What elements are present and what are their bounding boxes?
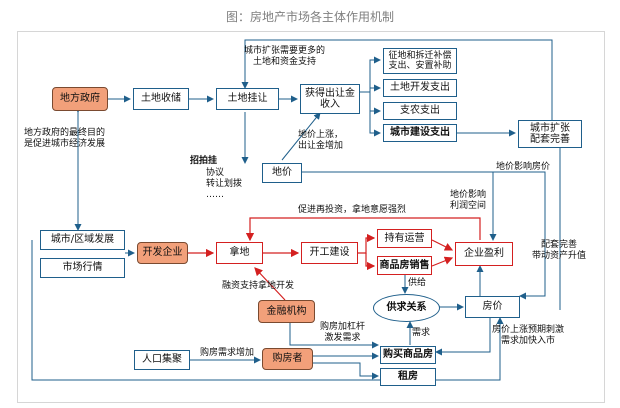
city-development-node: 城市/区域发展 [40, 230, 125, 250]
blue-connectors [31, 39, 561, 381]
label-demand: 需求 [412, 328, 431, 338]
land-price-node: 地价 [262, 163, 302, 183]
acquire-land-node: 拿地 [216, 242, 263, 264]
hold-operate-node: 持有运营 [377, 229, 432, 248]
label-auction: 招拍挂 [190, 156, 218, 166]
property-sales-node: 商品房销售 [377, 256, 432, 275]
financial-institution-node: 金融机构 [258, 300, 315, 323]
rent-node: 租房 [380, 368, 436, 386]
label-finance-support: 融资支持拿地开发 [222, 281, 295, 291]
label-asset-appreciation: 配套完善 带动资产升值 [532, 240, 587, 261]
agriculture-expense-node: 支农支出 [383, 102, 457, 120]
label-supply: 供给 [408, 278, 427, 288]
city-expansion-node: 城市扩张 配套完善 [518, 120, 582, 148]
construction-node: 开工建设 [301, 242, 358, 264]
population-agglomeration-node: 人口集聚 [134, 350, 190, 370]
label-price-affects: 地价影响房价 [496, 162, 551, 172]
enterprise-profit-node: 企业盈利 [455, 242, 513, 266]
label-reinvest: 促进再投资，拿地意愿强烈 [298, 205, 407, 215]
market-conditions-node: 市场行情 [40, 258, 125, 278]
label-government-goal: 地方政府的最终目的 是促进城市经济发展 [24, 128, 106, 149]
label-need-land-capital: 城市扩张需要更多的 土地和资金支持 [244, 46, 326, 67]
supply-demand-node: 供求关系 [373, 294, 440, 322]
label-leverage: 购房加杠杆 激发需求 [320, 322, 366, 343]
red-connectors [188, 217, 481, 301]
label-transfer-methods: 协议 转让划拨 …… [206, 168, 243, 200]
home-buyer-node: 购房者 [262, 348, 313, 370]
label-demand-increase: 购房需求增加 [200, 348, 255, 358]
land-revenue-node: 获得出让金 收入 [300, 84, 360, 114]
developer-node: 开发企业 [137, 242, 188, 264]
land-reserve-node: 土地收储 [133, 88, 189, 110]
land-listing-node: 土地挂让 [216, 88, 279, 110]
city-construction-expense-node: 城市建设支出 [383, 124, 457, 142]
expropriation-expense-node: 征地和拆迁补偿 支出、安置补助 [383, 48, 457, 74]
label-price-up: 地价上涨， 出让金增加 [298, 130, 344, 151]
local-government-node: 地方政府 [52, 87, 108, 111]
label-profit-space: 地价影响 利润空间 [450, 190, 487, 211]
label-price-expectation: 房价上涨预期刺激 需求加快入市 [492, 325, 565, 346]
figure-title: 图：房地产市场各主体作用机制 [225, 10, 394, 24]
land-development-expense-node: 土地开发支出 [383, 79, 457, 97]
house-price-node: 房价 [465, 296, 520, 318]
buy-property-node: 购买商品房 [380, 346, 436, 364]
diagram-frame [17, 31, 605, 403]
